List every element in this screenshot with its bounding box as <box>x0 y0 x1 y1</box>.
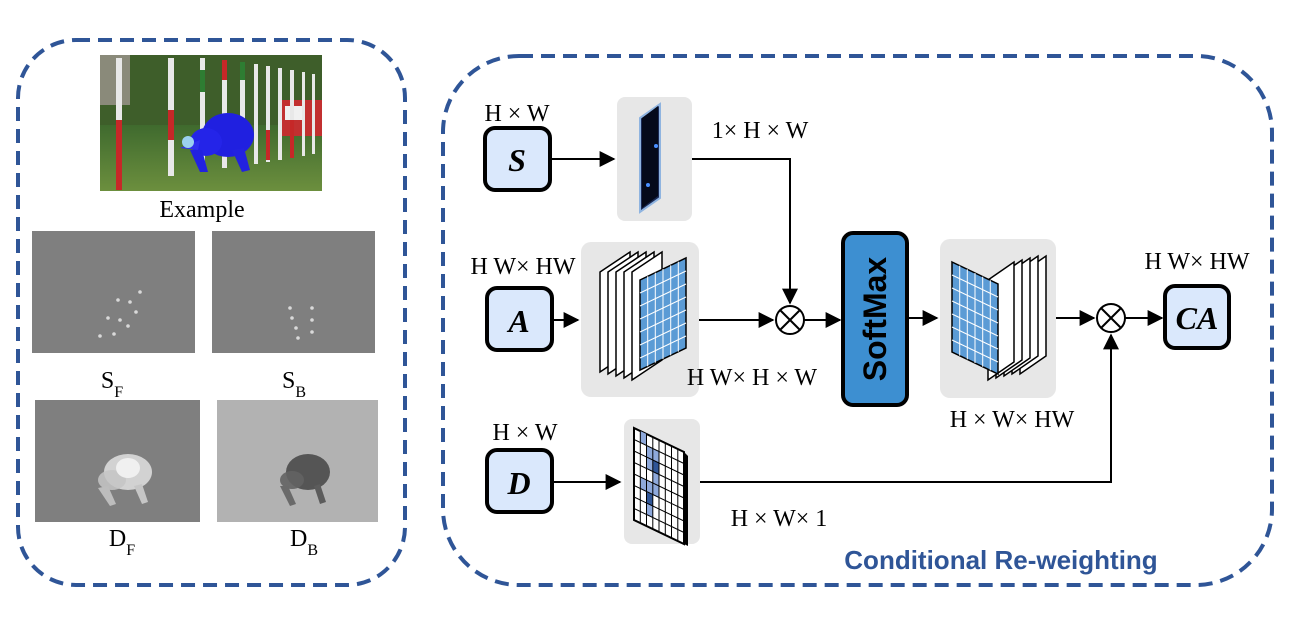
svg-text:D: D <box>506 465 530 501</box>
panel-title: Conditional Re-weighting <box>844 545 1157 575</box>
ca-variable-box: CA <box>1163 284 1231 350</box>
s-map-dim-label: 1× H × W <box>712 118 809 144</box>
svg-text:CA: CA <box>1176 300 1219 336</box>
right-panel-border <box>441 54 1274 587</box>
a-variable-box: A <box>485 286 554 352</box>
softmax-block: SoftMax <box>841 231 909 407</box>
right-panel: H × W S 1× H × W H W× HW A <box>441 54 1274 587</box>
a-dim-label: H W× HW <box>470 254 575 280</box>
s-variable-box: S <box>483 126 552 192</box>
a-grid-front <box>639 256 687 372</box>
multiply-node-2 <box>1096 303 1126 333</box>
sf-label: SF <box>101 368 123 401</box>
a-map-dim-label: H W× H × W <box>687 365 818 391</box>
d-feature-map <box>624 419 700 546</box>
softmax-grid-front <box>951 260 999 376</box>
softmax-output-map <box>940 239 1056 398</box>
sb-map <box>212 231 375 353</box>
df-map <box>35 400 200 522</box>
s-dim-label: H × W <box>484 101 549 127</box>
d-dim-label: H × W <box>492 420 557 446</box>
left-panel-border <box>16 38 407 587</box>
a-feature-map <box>581 242 699 397</box>
d-variable-box: D <box>485 448 554 514</box>
svg-text:SoftMax: SoftMax <box>857 257 893 382</box>
example-label: Example <box>159 197 244 223</box>
sb-label: SB <box>282 368 306 401</box>
softmax-out-dim-label: H × W× HW <box>950 407 1075 433</box>
left-panel: Example SF SB <box>16 38 407 587</box>
d-map-dim-label: H × W× 1 <box>731 506 828 532</box>
arrow-d-map-to-mult2 <box>700 333 1119 483</box>
svg-text:A: A <box>506 303 529 339</box>
sf-map <box>32 231 195 353</box>
arrow-s-map-to-mult <box>692 158 798 305</box>
db-map <box>217 400 378 522</box>
db-label: DB <box>290 526 318 559</box>
svg-text:S: S <box>508 142 526 178</box>
df-label: DF <box>109 526 135 559</box>
s-feature-map <box>617 97 692 221</box>
multiply-node-1 <box>775 305 805 335</box>
example-image <box>100 55 322 191</box>
ca-dim-label: H W× HW <box>1144 249 1249 275</box>
